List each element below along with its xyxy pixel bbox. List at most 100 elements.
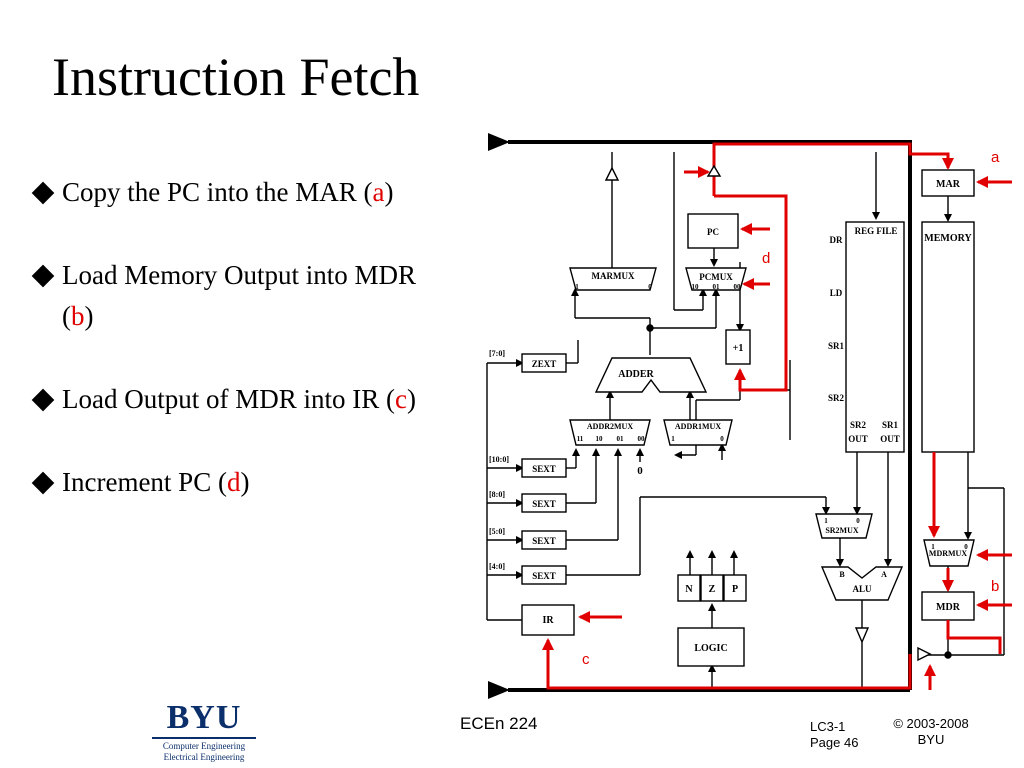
bullet-close: ) bbox=[84, 301, 94, 331]
addr1mux-block bbox=[663, 419, 733, 446]
logo-line1: Computer Engineering bbox=[162, 741, 246, 751]
bullet-item: Load Output of MDR into IR (c) bbox=[30, 379, 422, 420]
mdrmux-input: 1 bbox=[931, 543, 935, 551]
pcmux-input: 00 bbox=[734, 283, 742, 291]
footer-copyright: © 2003-2008 BYU bbox=[876, 716, 986, 748]
regfile-out-sr2: SR2 bbox=[850, 420, 867, 430]
marmux-label: MARMUX bbox=[592, 271, 635, 281]
addr2mux-input: 10 bbox=[596, 435, 604, 443]
regfile-port-sr2: SR2 bbox=[828, 393, 845, 403]
logo-line2: Electrical Engineering bbox=[163, 752, 245, 762]
mdr-label: MDR bbox=[936, 602, 961, 613]
regfile-block bbox=[845, 221, 905, 453]
label-a: a bbox=[991, 149, 1000, 166]
p-flag-label: P bbox=[732, 584, 738, 595]
tristate-icon bbox=[917, 646, 932, 662]
bitfield-label: [5:0] bbox=[489, 527, 505, 536]
ir-label: IR bbox=[542, 615, 554, 626]
bullet-tag: a bbox=[372, 177, 385, 207]
byu-logo: BYU Computer Engineering Electrical Engi… bbox=[148, 700, 260, 763]
footer-lecture: LC3-1 Page 46 bbox=[810, 719, 858, 751]
slide-title: Instruction Fetch bbox=[52, 47, 420, 107]
z-flag-block bbox=[700, 574, 724, 602]
bullet-list: Copy the PC into the MAR (a) Load Memory… bbox=[30, 172, 490, 545]
addr2mux-block bbox=[569, 419, 651, 446]
sr2mux-block bbox=[815, 513, 873, 539]
bullet-item: Load Memory Output into MDR (b) bbox=[30, 255, 422, 337]
logo-name: BYU bbox=[166, 699, 242, 736]
system-bus bbox=[488, 133, 912, 699]
bitfield-label: [8:0] bbox=[489, 490, 505, 499]
mar-block bbox=[921, 169, 975, 197]
regfile-port-ld: LD bbox=[830, 288, 843, 298]
bullet-tag: c bbox=[394, 384, 407, 414]
pcmux-input: 10 bbox=[692, 283, 700, 291]
sext-block bbox=[521, 565, 567, 585]
addr1mux-input: 1 bbox=[671, 435, 675, 443]
pcmux-input: 01 bbox=[713, 283, 721, 291]
mdrmux-input: 0 bbox=[964, 543, 968, 551]
sext-label: SEXT bbox=[532, 499, 556, 509]
bullet-close: ) bbox=[406, 384, 416, 414]
logic-label: LOGIC bbox=[694, 643, 727, 654]
bullet-text: Copy the PC into the MAR ( bbox=[62, 177, 373, 207]
label-d: d bbox=[762, 250, 770, 267]
sext-block bbox=[521, 458, 567, 478]
addr2mux-input: 00 bbox=[638, 435, 646, 443]
footer-copyright-years: © 2003-2008 bbox=[893, 716, 969, 731]
addr1mux-input: 0 bbox=[720, 435, 724, 443]
zext-label: ZEXT bbox=[532, 359, 557, 369]
alu-label: ALU bbox=[852, 584, 872, 594]
ir-block bbox=[521, 604, 575, 636]
addr2mux-input: 01 bbox=[617, 435, 625, 443]
adder-label: ADDER bbox=[618, 369, 654, 380]
pcmux-label: PCMUX bbox=[699, 272, 733, 282]
footer-org: BYU bbox=[917, 732, 945, 747]
footer-page: Page 46 bbox=[810, 735, 859, 750]
logo-divider bbox=[152, 737, 256, 739]
n-flag-block bbox=[677, 574, 701, 602]
const-zero-label: 0 bbox=[637, 465, 643, 477]
sext-label: SEXT bbox=[532, 464, 556, 474]
highlight-paths bbox=[542, 142, 1012, 690]
p-flag-block bbox=[723, 574, 747, 602]
footer-course: ECEn 224 bbox=[460, 714, 538, 733]
bitfield-label: [10:0] bbox=[489, 455, 509, 464]
mdrmux-label: MDRMUX bbox=[929, 549, 967, 558]
pc-label: PC bbox=[707, 227, 719, 237]
n-flag-label: N bbox=[685, 584, 693, 595]
logic-block bbox=[677, 627, 745, 667]
regfile-port-sr1: SR1 bbox=[828, 341, 845, 351]
marmux-input: 0 bbox=[648, 283, 652, 291]
footer-lecture-id: LC3-1 bbox=[810, 719, 846, 734]
alu-block bbox=[820, 566, 904, 601]
adder-block bbox=[594, 357, 708, 393]
bullet-tag: b bbox=[71, 301, 85, 331]
bullet-close: ) bbox=[240, 467, 250, 497]
mar-label: MAR bbox=[936, 179, 961, 190]
addr1mux-label: ADDR1MUX bbox=[675, 422, 721, 431]
plus1-block bbox=[725, 329, 751, 365]
sr2mux-label: SR2MUX bbox=[825, 526, 859, 535]
plus1-label: +1 bbox=[733, 343, 744, 354]
bullet-text: Load Output of MDR into IR ( bbox=[62, 384, 395, 414]
zext-block bbox=[521, 353, 567, 373]
label-c: c bbox=[582, 651, 590, 668]
sext-label: SEXT bbox=[532, 571, 556, 581]
bullet-text: Load Memory Output into MDR ( bbox=[62, 260, 416, 331]
tristate-icon bbox=[706, 164, 722, 177]
alu-input-b: B bbox=[839, 570, 845, 579]
regfile-port-dr: DR bbox=[830, 235, 843, 245]
sr2mux-input: 1 bbox=[824, 517, 828, 525]
sr2mux-input: 0 bbox=[856, 517, 860, 525]
marmux-block bbox=[569, 267, 657, 291]
sext-block bbox=[521, 493, 567, 513]
z-flag-label: Z bbox=[709, 584, 716, 595]
bitfield-label: [7:0] bbox=[489, 349, 505, 358]
marmux-input: 1 bbox=[575, 283, 579, 291]
regfile-out-sr1-out: OUT bbox=[880, 434, 900, 444]
addr2mux-input: 11 bbox=[577, 435, 584, 443]
regfile-out-sr2-out: OUT bbox=[848, 434, 868, 444]
mdrmux-block bbox=[923, 539, 975, 567]
